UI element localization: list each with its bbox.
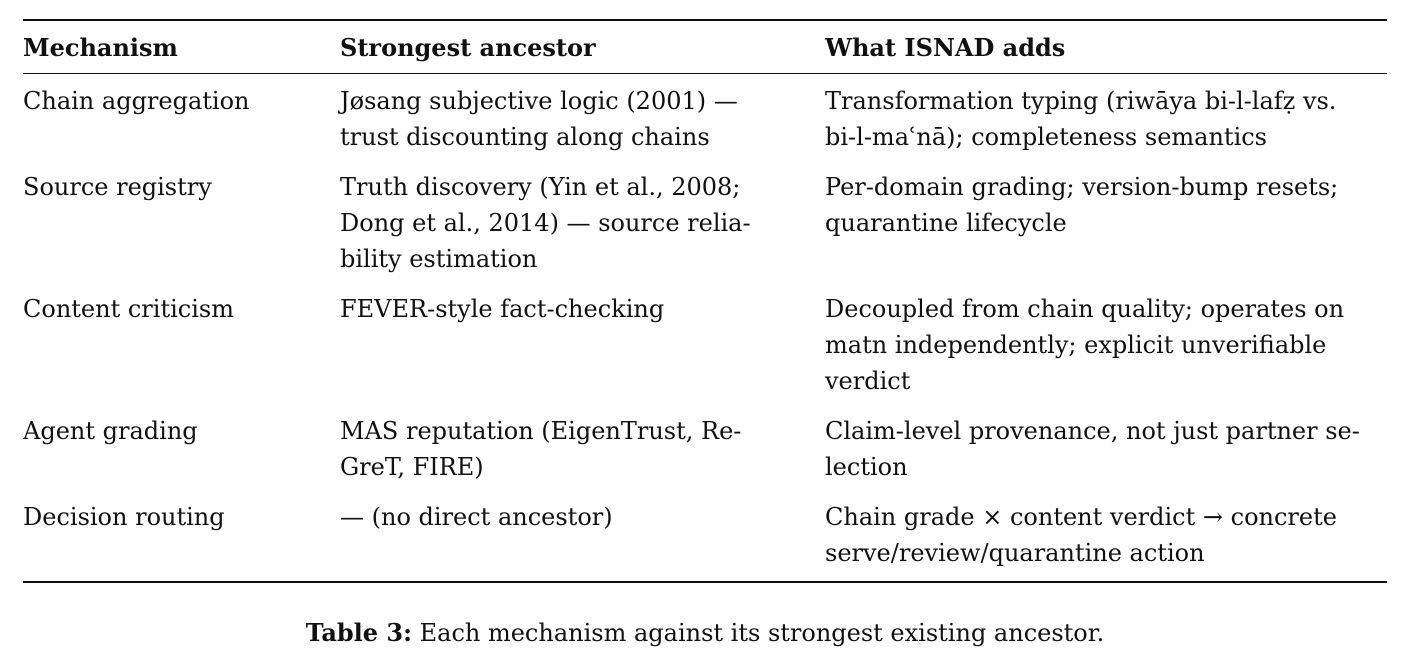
table-row: Source registry Truth discovery (Yin et … [23, 161, 1387, 283]
cell-ancestor: Jøsang subjective logic (2001) —trust di… [340, 87, 738, 151]
mechanism-ancestor-table: Mechanism Strongest ancestor What ISNAD … [23, 19, 1387, 583]
cell-adds: Decoupled from chain quality; operates o… [825, 295, 1345, 395]
header-strongest-ancestor: Strongest ancestor [340, 33, 596, 62]
cell-ancestor: Truth discovery (Yin et al., 2008;Dong e… [340, 173, 751, 273]
cell-mechanism: Content criticism [23, 295, 234, 323]
cell-mechanism: Decision routing [23, 503, 225, 531]
cell-adds: Transformation typing (riwāya bi-l-lafẓ … [825, 87, 1337, 151]
table-row: Content criticism FEVER-style fact-check… [23, 283, 1387, 405]
cell-mechanism: Source registry [23, 173, 212, 201]
cell-adds: Per-domain grading; version-bump resets;… [825, 173, 1339, 237]
cell-adds: Chain grade × content verdict → concrete… [825, 503, 1337, 567]
table-caption: Table 3: Each mechanism against its stro… [0, 615, 1410, 651]
cell-ancestor: — (no direct ancestor) [340, 503, 613, 531]
cell-ancestor: FEVER-style fact-checking [340, 295, 665, 323]
table-row: Agent grading MAS reputation (EigenTrust… [23, 405, 1387, 491]
cell-adds: Claim-level provenance, not just partner… [825, 417, 1360, 481]
comparison-table-container: Mechanism Strongest ancestor What ISNAD … [23, 19, 1387, 583]
table-header-row: Mechanism Strongest ancestor What ISNAD … [23, 20, 1387, 74]
cell-mechanism: Chain aggregation [23, 87, 250, 115]
cell-ancestor: MAS reputation (EigenTrust, Re-GreT, FIR… [340, 417, 742, 481]
caption-label: Table 3: [305, 618, 412, 647]
caption-text: Each mechanism against its strongest exi… [419, 619, 1105, 647]
header-what-isnad-adds: What ISNAD adds [825, 33, 1066, 62]
table-row: Chain aggregation Jøsang subjective logi… [23, 74, 1387, 162]
table-row: Decision routing — (no direct ancestor) … [23, 491, 1387, 582]
header-mechanism: Mechanism [23, 33, 178, 62]
cell-mechanism: Agent grading [23, 417, 198, 445]
